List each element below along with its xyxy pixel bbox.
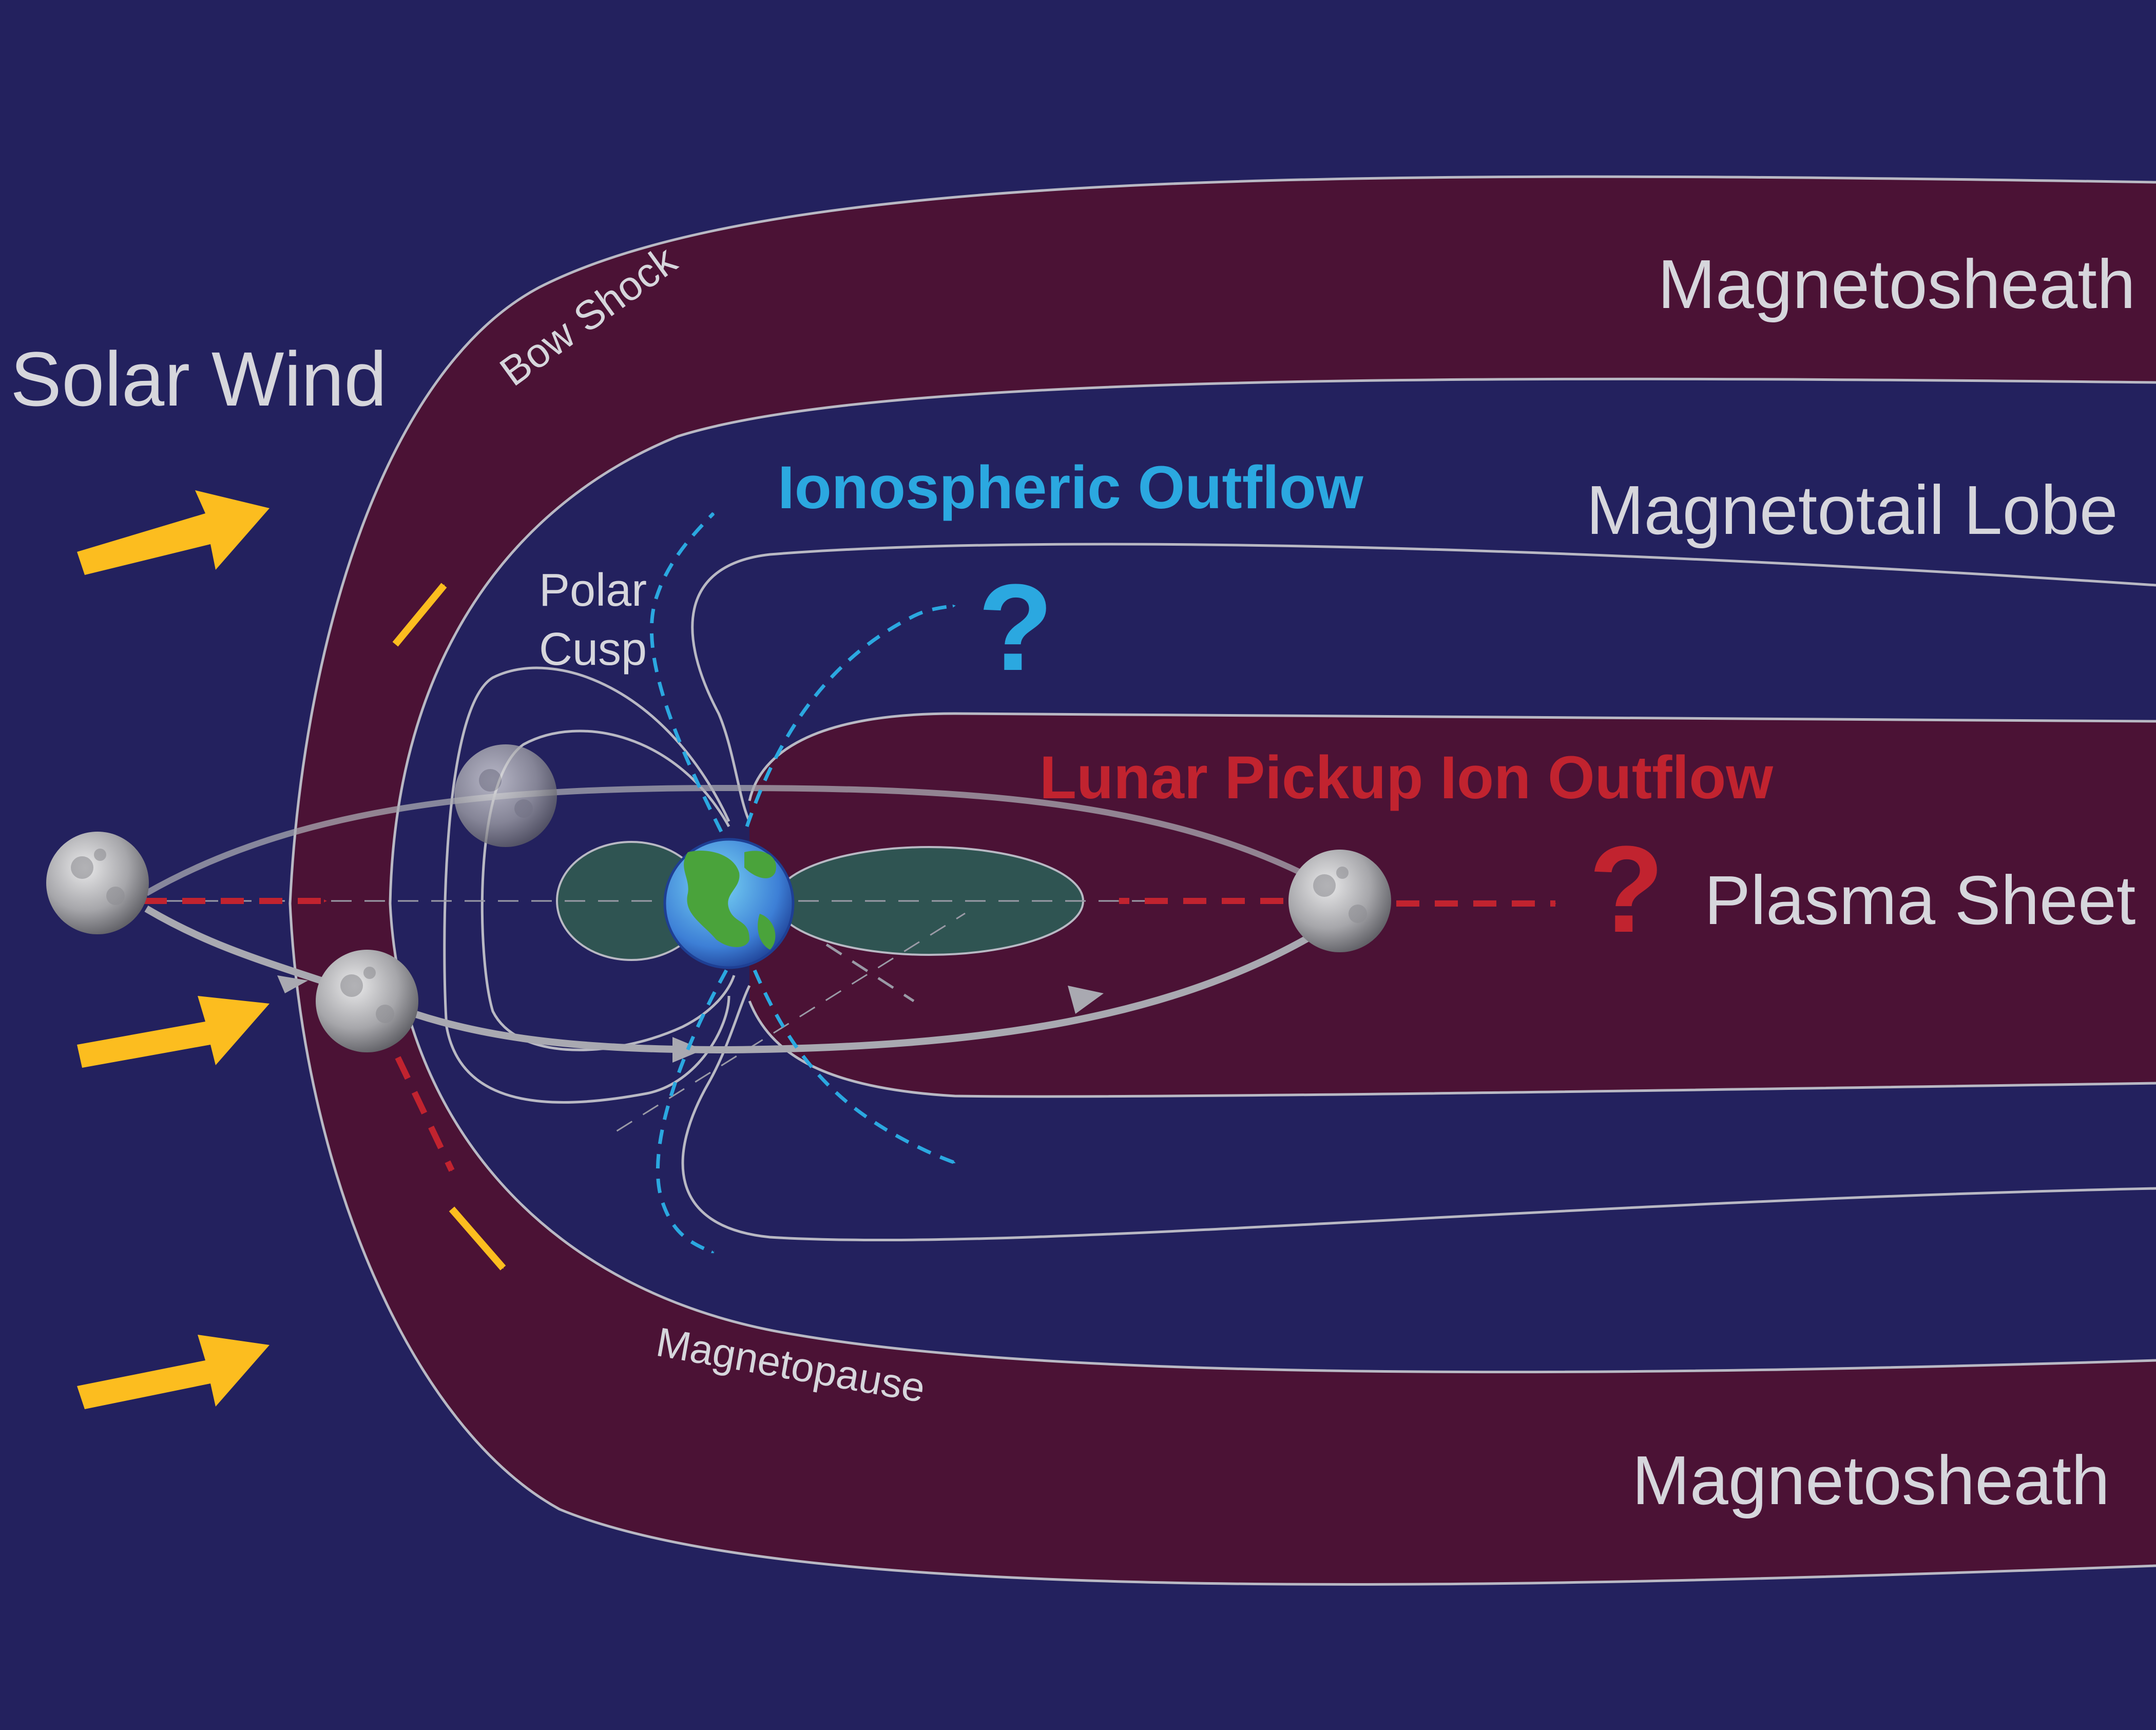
lunar-pickup-ion-outflow-label: Lunar Pickup Ion Outflow <box>1040 744 1774 812</box>
magnetopause-line <box>389 377 2156 1374</box>
small-yellow-arrow-up <box>392 583 447 647</box>
polar-cusp-label-line1: Polar <box>539 565 647 616</box>
ionospheric-outflow-arrow-4 <box>753 969 956 1165</box>
moon-orbit-lower <box>144 905 1342 1054</box>
solar-wind-arrow-1 <box>77 490 270 575</box>
ionospheric-outflow-arrow-2 <box>745 604 956 828</box>
dayside-field-line-outer <box>443 666 730 1104</box>
magnetosheath-region <box>290 177 2156 1585</box>
orbit-arrowhead-2 <box>672 1037 703 1063</box>
lobe-field-line-south <box>681 985 2156 1242</box>
moon-icon <box>454 744 557 847</box>
solar-wind-arrow-2 <box>77 996 270 1068</box>
solar-wind-arrow-3 <box>77 1335 270 1409</box>
ionospheric-outflow-label: Ionospheric Outflow <box>778 454 1364 522</box>
lunar-ion-arrow-dayside <box>395 1056 455 1172</box>
plasma-sheet-label: Plasma Sheet <box>1704 861 2135 939</box>
moon-icon <box>46 832 149 934</box>
earth-globe-icon <box>663 838 795 969</box>
dayside-field-line-inner <box>480 729 736 1051</box>
ionospheric-outflow-arrow-1 <box>649 512 723 833</box>
magnetosheath-bottom-label: Magnetosheath <box>1632 1441 2110 1519</box>
moon-icon <box>316 950 418 1052</box>
orbit-arrowhead-1 <box>277 975 308 993</box>
moon-icon <box>1288 850 1391 952</box>
diagonal-guide-line <box>616 912 966 1132</box>
bow-shock-line <box>288 175 2156 1586</box>
plasma-sheet-upper-boundary <box>748 712 2156 801</box>
solar-wind-label: Solar Wind <box>10 336 387 422</box>
diagonal-guide-line-2 <box>825 943 915 1003</box>
magnetosheath-top-label: Magnetosheath <box>1658 245 2135 323</box>
orbit-arrowhead-3 <box>1068 986 1104 1014</box>
small-yellow-arrow-down <box>449 1206 506 1271</box>
polar-cusp-label-line2: Cusp <box>539 624 647 675</box>
ionospheric-outflow-arrow-3 <box>656 969 728 1255</box>
question-mark-blue: ? <box>978 559 1053 696</box>
moon-orbit-upper <box>145 784 1342 896</box>
magnetotail-lobe-label: Magnetotail Lobe <box>1586 471 2118 549</box>
question-mark-red: ? <box>1589 820 1664 958</box>
lobe-field-line-north <box>691 543 2156 822</box>
